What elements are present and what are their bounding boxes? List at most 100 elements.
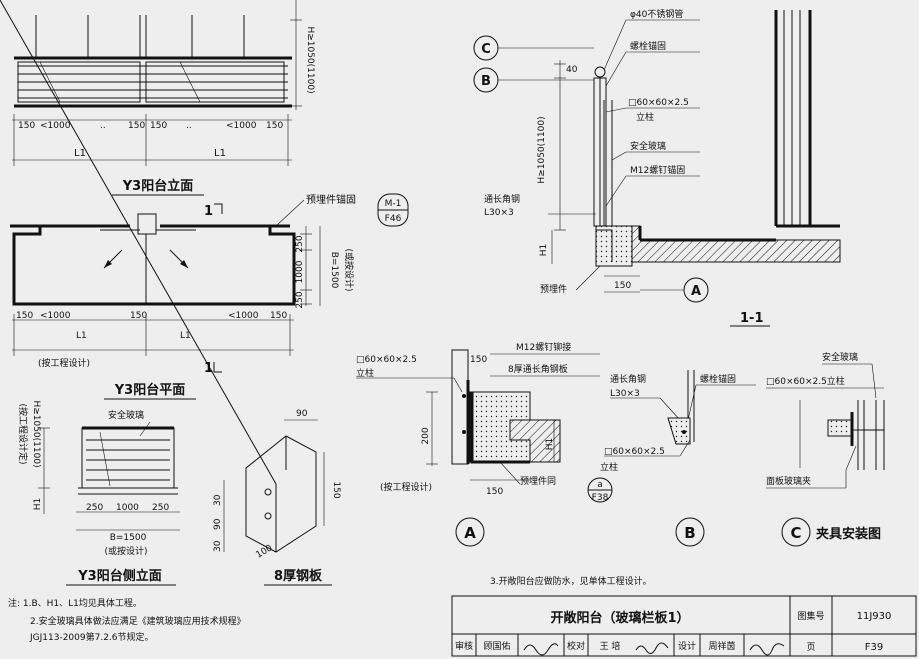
plate-hole-icon xyxy=(264,512,272,520)
plan-ref-top: M-1 xyxy=(385,199,402,209)
title-block-atlas-no: 11J930 xyxy=(857,611,892,622)
elevation-span-l1: L1 xyxy=(214,148,226,159)
section-label: 螺栓锚固 xyxy=(630,40,666,52)
detail-a-view: □60×60×2.5 立柱 M12螺钉铆接 8厚通长角钢板 150 预埋件同 a… xyxy=(356,341,613,547)
section-label: 立柱 xyxy=(636,111,654,123)
title-block-cell: 周祥茵 xyxy=(708,640,735,652)
handrail-tube-icon xyxy=(594,66,606,78)
detail-b-label: 通长角钢 xyxy=(610,373,646,385)
steel-plate-view: 90 150 30 90 30 100 8厚钢板 xyxy=(0,0,341,586)
detail-c-caption: 夹具安装图 xyxy=(816,526,881,542)
detail-a-title-circle xyxy=(455,517,485,547)
section-top-dim: 40 xyxy=(566,65,578,75)
elevation-dim: 150 xyxy=(266,121,283,131)
plate-title: 8厚钢板 xyxy=(274,568,323,584)
detail-c-title-circle xyxy=(781,517,811,547)
detail-c-view: 安全玻璃 □60×60×2.5立柱 面板玻璃夹 C 夹具安装图 xyxy=(766,351,885,547)
elevation-dim: .. xyxy=(186,121,192,131)
elevation-dim: <1000 xyxy=(226,121,257,131)
plate-bottom-dim: 100 xyxy=(255,543,275,560)
title-block: 开敞阳台（玻璃栏板1） 图集号 11J930 页 F39 审核 顾国佑 校对 王… xyxy=(451,595,917,657)
plan-overall-dim: B=1500 xyxy=(329,252,339,289)
plan-right-dim: 250 xyxy=(295,291,305,308)
title-block-atlas-label: 图集号 xyxy=(797,610,824,622)
title-block-cell: 顾国佑 xyxy=(483,640,510,652)
elevation-span-l1: L1 xyxy=(74,148,86,159)
signature-icon xyxy=(749,643,785,656)
detail-b-label: □60×60×2.5 xyxy=(604,447,665,457)
detail-c-title: C xyxy=(790,524,801,542)
elevation-title: Y3阳台立面 xyxy=(122,178,193,194)
plan-title: Y3阳台平面 xyxy=(114,382,185,398)
detail-c-label: 安全玻璃 xyxy=(822,351,858,363)
svg-text:a: a xyxy=(597,480,603,490)
plate-top-dim: 90 xyxy=(296,409,308,419)
svg-text:A: A xyxy=(691,284,701,299)
plan-bottom-dim: <1000 xyxy=(228,311,259,321)
detail-c-label: □60×60×2.5立柱 xyxy=(766,375,845,387)
section-label: 通长角钢 xyxy=(484,193,520,205)
side-glass-label: 安全玻璃 xyxy=(108,409,144,421)
plan-overall-note: (或按设计) xyxy=(343,248,355,291)
section-title: 1-1 xyxy=(740,311,764,326)
section-1-1-view: C B 40 H≥1050(1100) H1 150 xyxy=(473,8,841,327)
elevation-height-dim: H≥1050(1100) xyxy=(305,26,315,93)
plan-bottom-dim: L1 xyxy=(76,331,87,341)
svg-text:B: B xyxy=(481,74,491,89)
plan-section-mark-top: 1 xyxy=(204,204,213,219)
signature-icon xyxy=(635,642,669,654)
detail-b-view: 通长角钢 L30×3 螺栓锚固 □60×60×2.5 立柱 B xyxy=(600,370,756,547)
plan-right-dim: 1000 xyxy=(295,260,305,283)
notes: 注: 1.B、H1、L1均见具体工程。 2.安全玻璃具体做法应满足《建筑玻璃应用… xyxy=(8,575,652,643)
elevation-dim: <1000 xyxy=(40,121,71,131)
detail-a-dim: 150 xyxy=(486,487,503,497)
elevation-view: H≥1050(1100) 150 <1000 .. 150 150 .. <10… xyxy=(12,0,315,196)
section-label: L30×3 xyxy=(484,208,514,218)
plate-left-dim: 90 xyxy=(213,518,223,530)
note-line: 注: 1.B、H1、L1均见具体工程。 xyxy=(8,597,142,609)
section-label: 安全玻璃 xyxy=(630,140,666,152)
section-label: □60×60×2.5 xyxy=(628,98,689,108)
title-block-page-label: 页 xyxy=(806,642,815,653)
detail-a-dim: 200 xyxy=(421,427,431,444)
plan-bottom-note: (按工程设计) xyxy=(38,357,90,369)
plate-right-dim: 150 xyxy=(331,481,341,498)
note-line: JGJ113-2009第7.2.6节规定。 xyxy=(29,631,154,643)
plan-embedded-label: 预埋件锚固 xyxy=(306,194,356,206)
plan-bottom-dim: L1 xyxy=(180,331,191,341)
title-block-cell: 王 培 xyxy=(600,640,621,652)
side-overall-note: (或按设计) xyxy=(104,545,147,557)
section-height-dim: H≥1050(1100) xyxy=(537,116,547,183)
side-elevation-title: Y3阳台侧立面 xyxy=(77,568,161,584)
title-block-page-no: F39 xyxy=(865,642,883,653)
section-label: M12螺钉锚固 xyxy=(630,164,685,176)
section-label: 预埋件 xyxy=(540,283,567,295)
svg-text:F38: F38 xyxy=(592,493,609,503)
elevation-dim: 150 xyxy=(18,121,35,131)
section-label: φ40不锈钢管 xyxy=(630,8,683,20)
section-h1: H1 xyxy=(539,244,549,257)
side-dim: 1000 xyxy=(116,503,139,513)
plate-left-dim: 30 xyxy=(213,540,223,552)
title-block-title: 开敞阳台（玻璃栏板1） xyxy=(550,610,689,626)
detail-a-dim: 150 xyxy=(470,355,487,365)
svg-text:C: C xyxy=(481,42,491,57)
note-line: 2.安全玻璃具体做法应满足《建筑玻璃应用技术规程》 xyxy=(30,615,246,627)
detail-c-label: 面板玻璃夹 xyxy=(766,475,811,487)
side-elevation-view: 安全玻璃 (按工程设计定) H≥1050(1100) H1 250 1000 2… xyxy=(17,400,180,586)
section-base-dim: 150 xyxy=(614,281,631,291)
plan-bottom-dim: 150 xyxy=(130,311,147,321)
plate-left-dim: 30 xyxy=(213,494,223,506)
plan-bottom-dim: <1000 xyxy=(40,311,71,321)
side-height-dim: H≥1050(1100) xyxy=(31,400,41,467)
plan-view: 1 预埋件锚固 M-1 F46 250 1000 250 B=1500 (或按设… xyxy=(10,193,409,400)
title-block-cell: 校对 xyxy=(567,640,585,652)
side-dim: 250 xyxy=(86,503,103,513)
plan-right-dim: 250 xyxy=(295,235,305,252)
elevation-dim: 150 xyxy=(128,121,145,131)
detail-a-dim: H1 xyxy=(545,438,555,451)
detail-a-label: 预埋件同 xyxy=(520,475,556,487)
side-dim: 250 xyxy=(152,503,169,513)
detail-a-label: M12螺钉铆接 xyxy=(516,341,571,353)
